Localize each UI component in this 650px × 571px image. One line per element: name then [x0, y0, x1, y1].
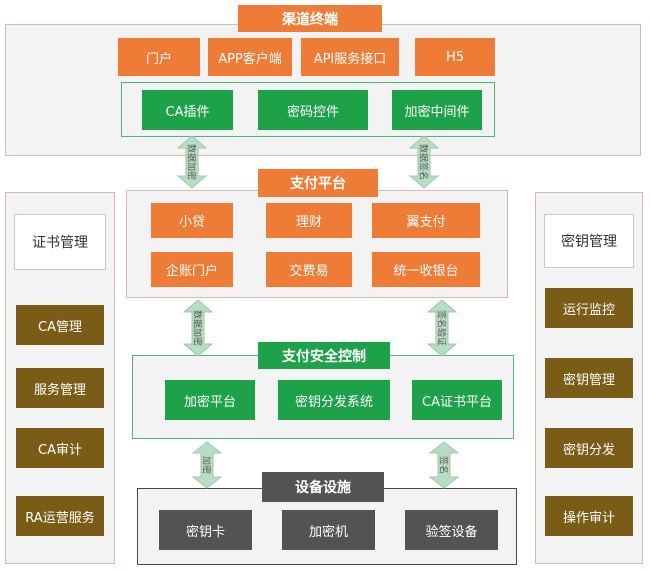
payment-item-cashier: 统一收银台 [372, 252, 480, 287]
arrow-encryption-bottom: 加密 [191, 441, 223, 489]
encryption-platform: 加密平台 [165, 380, 255, 420]
payment-item-loan: 小贷 [151, 203, 233, 238]
channel-item-app: APP客户端 [208, 38, 292, 76]
arrow-label: 签名 [437, 455, 448, 475]
channel-item-h5: H5 [415, 38, 495, 76]
encryption-middleware: 加密中间件 [392, 90, 482, 130]
key-distribution-system: 密钥分发系统 [278, 380, 390, 420]
right-item-key-management: 密钥管理 [545, 358, 633, 398]
password-control: 密码控件 [258, 90, 368, 130]
payment-item-enterprise-portal: 企账门户 [151, 252, 233, 287]
double-arrow-icon [191, 441, 223, 489]
arrow-label: 数据签名 [417, 143, 428, 181]
right-item-operation-audit: 操作审计 [545, 496, 633, 536]
right-item-monitoring: 运行监控 [545, 288, 633, 328]
payment-item-jiaofeiyi: 交费易 [266, 252, 352, 287]
payment-item-finance: 理财 [266, 203, 352, 238]
left-item-ra-service: RA运营服务 [16, 496, 104, 536]
left-item-ca-audit: CA审计 [16, 428, 104, 468]
left-item-service-management: 服务管理 [16, 368, 104, 408]
double-arrow-icon [408, 135, 440, 189]
arrow-data-encryption-top: 数据加密 [176, 135, 208, 189]
channel-item-api: API服务接口 [301, 38, 399, 76]
security-control-title: 支付安全控制 [258, 342, 390, 369]
arrow-label: 加密 [200, 455, 211, 475]
arrow-label: 数据加密 [191, 309, 202, 347]
arrow-data-signature-top: 数据签名 [408, 135, 440, 189]
double-arrow-icon [428, 441, 460, 489]
arrow-label: 数据加密 [185, 143, 196, 181]
payment-title: 支付平台 [258, 169, 378, 197]
encryption-machine: 加密机 [282, 510, 375, 550]
arrow-signature-verification-mid: 签名验证 [426, 299, 458, 357]
arrow-signature-bottom: 签名 [428, 441, 460, 489]
payment-item-yipay: 翼支付 [372, 203, 480, 238]
double-arrow-icon [176, 135, 208, 189]
left-panel-header: 证书管理 [14, 214, 106, 270]
devices-title: 设备设施 [262, 472, 384, 502]
right-panel-header: 密钥管理 [544, 214, 634, 268]
channel-title: 渠道终端 [238, 5, 382, 32]
ca-plugin: CA插件 [142, 90, 233, 130]
left-item-ca-management: CA管理 [16, 305, 104, 345]
arrow-data-encryption-mid: 数据加密 [182, 299, 214, 357]
channel-item-portal: 门户 [118, 38, 200, 76]
key-card: 密钥卡 [159, 510, 252, 550]
double-arrow-icon [182, 299, 214, 357]
double-arrow-icon [426, 299, 458, 357]
arrow-label: 签名验证 [435, 309, 446, 347]
signature-verification-device: 验签设备 [405, 510, 498, 550]
right-item-key-distribution: 密钥分发 [545, 428, 633, 468]
ca-certificate-platform: CA证书平台 [412, 380, 502, 420]
